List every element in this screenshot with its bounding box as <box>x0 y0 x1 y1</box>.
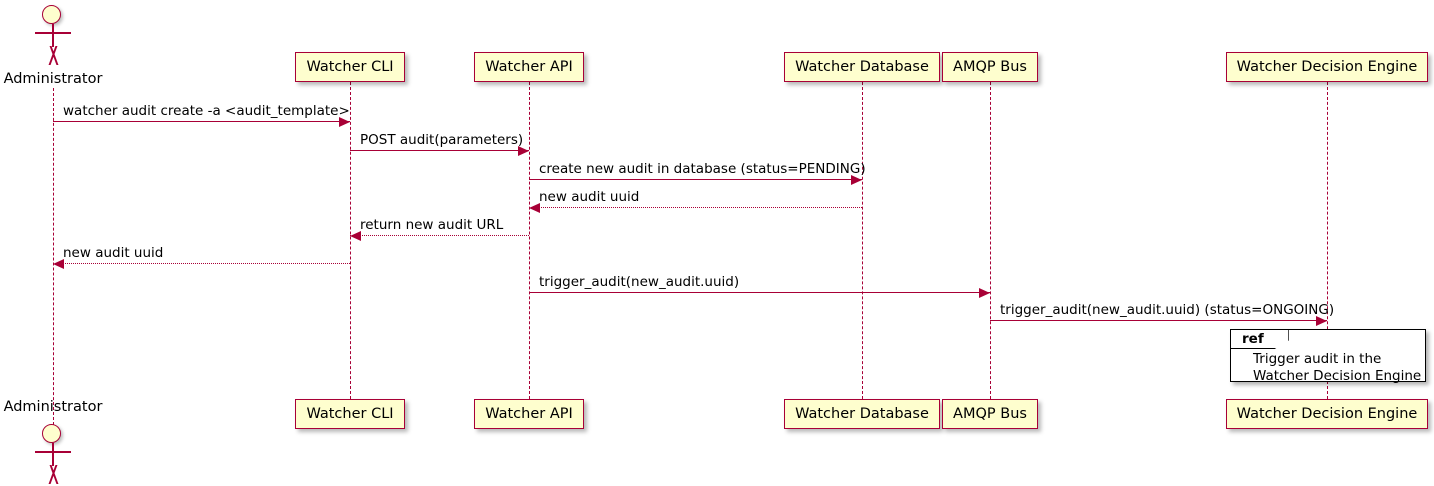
message-line-7 <box>529 292 990 293</box>
message-label-1: watcher audit create -a <audit_template> <box>63 103 350 119</box>
message-line-8 <box>990 320 1327 321</box>
actor-head-shape <box>42 5 61 24</box>
actor-head-shape <box>42 424 61 443</box>
lifeline-watcher-api <box>529 82 530 399</box>
participant-label: Watcher API <box>485 405 573 422</box>
message-line-3 <box>529 179 862 180</box>
participant-watcher-api-bottom[interactable]: Watcher API <box>474 399 584 429</box>
message-line-1 <box>53 121 350 122</box>
message-label-6: new audit uuid <box>63 245 164 261</box>
participant-label: Watcher Decision Engine <box>1236 405 1418 422</box>
participant-watcher-database-top[interactable]: Watcher Database <box>784 52 940 82</box>
participant-watcher-decision-engine-bottom[interactable]: Watcher Decision Engine <box>1225 399 1429 429</box>
participant-watcher-api-top[interactable]: Watcher API <box>474 52 584 82</box>
fragment-keyword-tab: ref <box>1231 330 1289 349</box>
participant-watcher-cli-bottom[interactable]: Watcher CLI <box>295 399 405 429</box>
actor-arms-shape <box>35 32 71 34</box>
message-label-3: create new audit in database (status=PEN… <box>539 161 866 177</box>
lifeline-administrator <box>53 88 54 425</box>
actor-body-shape <box>51 443 54 466</box>
message-line-5 <box>350 235 529 236</box>
participant-label: Watcher Database <box>795 405 929 422</box>
message-label-5: return new audit URL <box>360 217 504 233</box>
message-line-4 <box>529 207 862 208</box>
lifeline-watcher-database <box>862 82 863 399</box>
message-label-2: POST audit(parameters) <box>360 132 524 148</box>
participant-amqp-bus-bottom[interactable]: AMQP Bus <box>942 399 1038 429</box>
message-label-8: trigger_audit(new_audit.uuid) (status=ON… <box>1000 302 1335 318</box>
actor-body-shape <box>51 24 54 47</box>
message-arrowhead-6 <box>53 259 64 269</box>
message-line-6 <box>53 263 350 264</box>
participant-amqp-bus-top[interactable]: AMQP Bus <box>942 52 1038 82</box>
message-arrowhead-5 <box>350 231 361 241</box>
message-arrowhead-7 <box>979 288 990 298</box>
participant-label: Watcher API <box>485 58 573 75</box>
actor-arms-shape <box>35 451 71 453</box>
message-arrowhead-1 <box>339 117 350 127</box>
message-arrowhead-2 <box>518 146 529 156</box>
fragment-body-line: Trigger audit in the <box>1253 351 1382 367</box>
message-label-7: trigger_audit(new_audit.uuid) <box>539 274 740 290</box>
participant-label: Watcher Database <box>795 58 929 75</box>
actor-label-administrator-top: Administrator <box>3 71 103 87</box>
participant-watcher-decision-engine-top[interactable]: Watcher Decision Engine <box>1225 52 1429 82</box>
lifeline-watcher-decision-engine <box>1327 82 1328 399</box>
lifeline-amqp-bus <box>990 82 991 399</box>
message-arrowhead-4 <box>529 203 540 213</box>
message-arrowhead-3 <box>851 175 862 185</box>
participant-label: Watcher Decision Engine <box>1236 58 1418 75</box>
message-arrowhead-8 <box>1316 316 1327 326</box>
actor-label-administrator-bottom: Administrator <box>3 399 103 415</box>
fragment-keyword-label: ref <box>1242 331 1264 347</box>
fragment-body-line: Watcher Decision Engine <box>1253 368 1422 384</box>
participant-label: Watcher CLI <box>306 405 394 422</box>
actor-administrator-bottom[interactable] <box>29 424 77 486</box>
participant-label: Watcher CLI <box>306 58 394 75</box>
message-line-2 <box>350 150 529 151</box>
actor-administrator-top[interactable] <box>29 5 77 67</box>
participant-watcher-database-bottom[interactable]: Watcher Database <box>784 399 940 429</box>
participant-label: AMQP Bus <box>953 405 1027 422</box>
participant-watcher-cli-top[interactable]: Watcher CLI <box>295 52 405 82</box>
message-label-4: new audit uuid <box>539 189 640 205</box>
participant-label: AMQP Bus <box>953 58 1027 75</box>
